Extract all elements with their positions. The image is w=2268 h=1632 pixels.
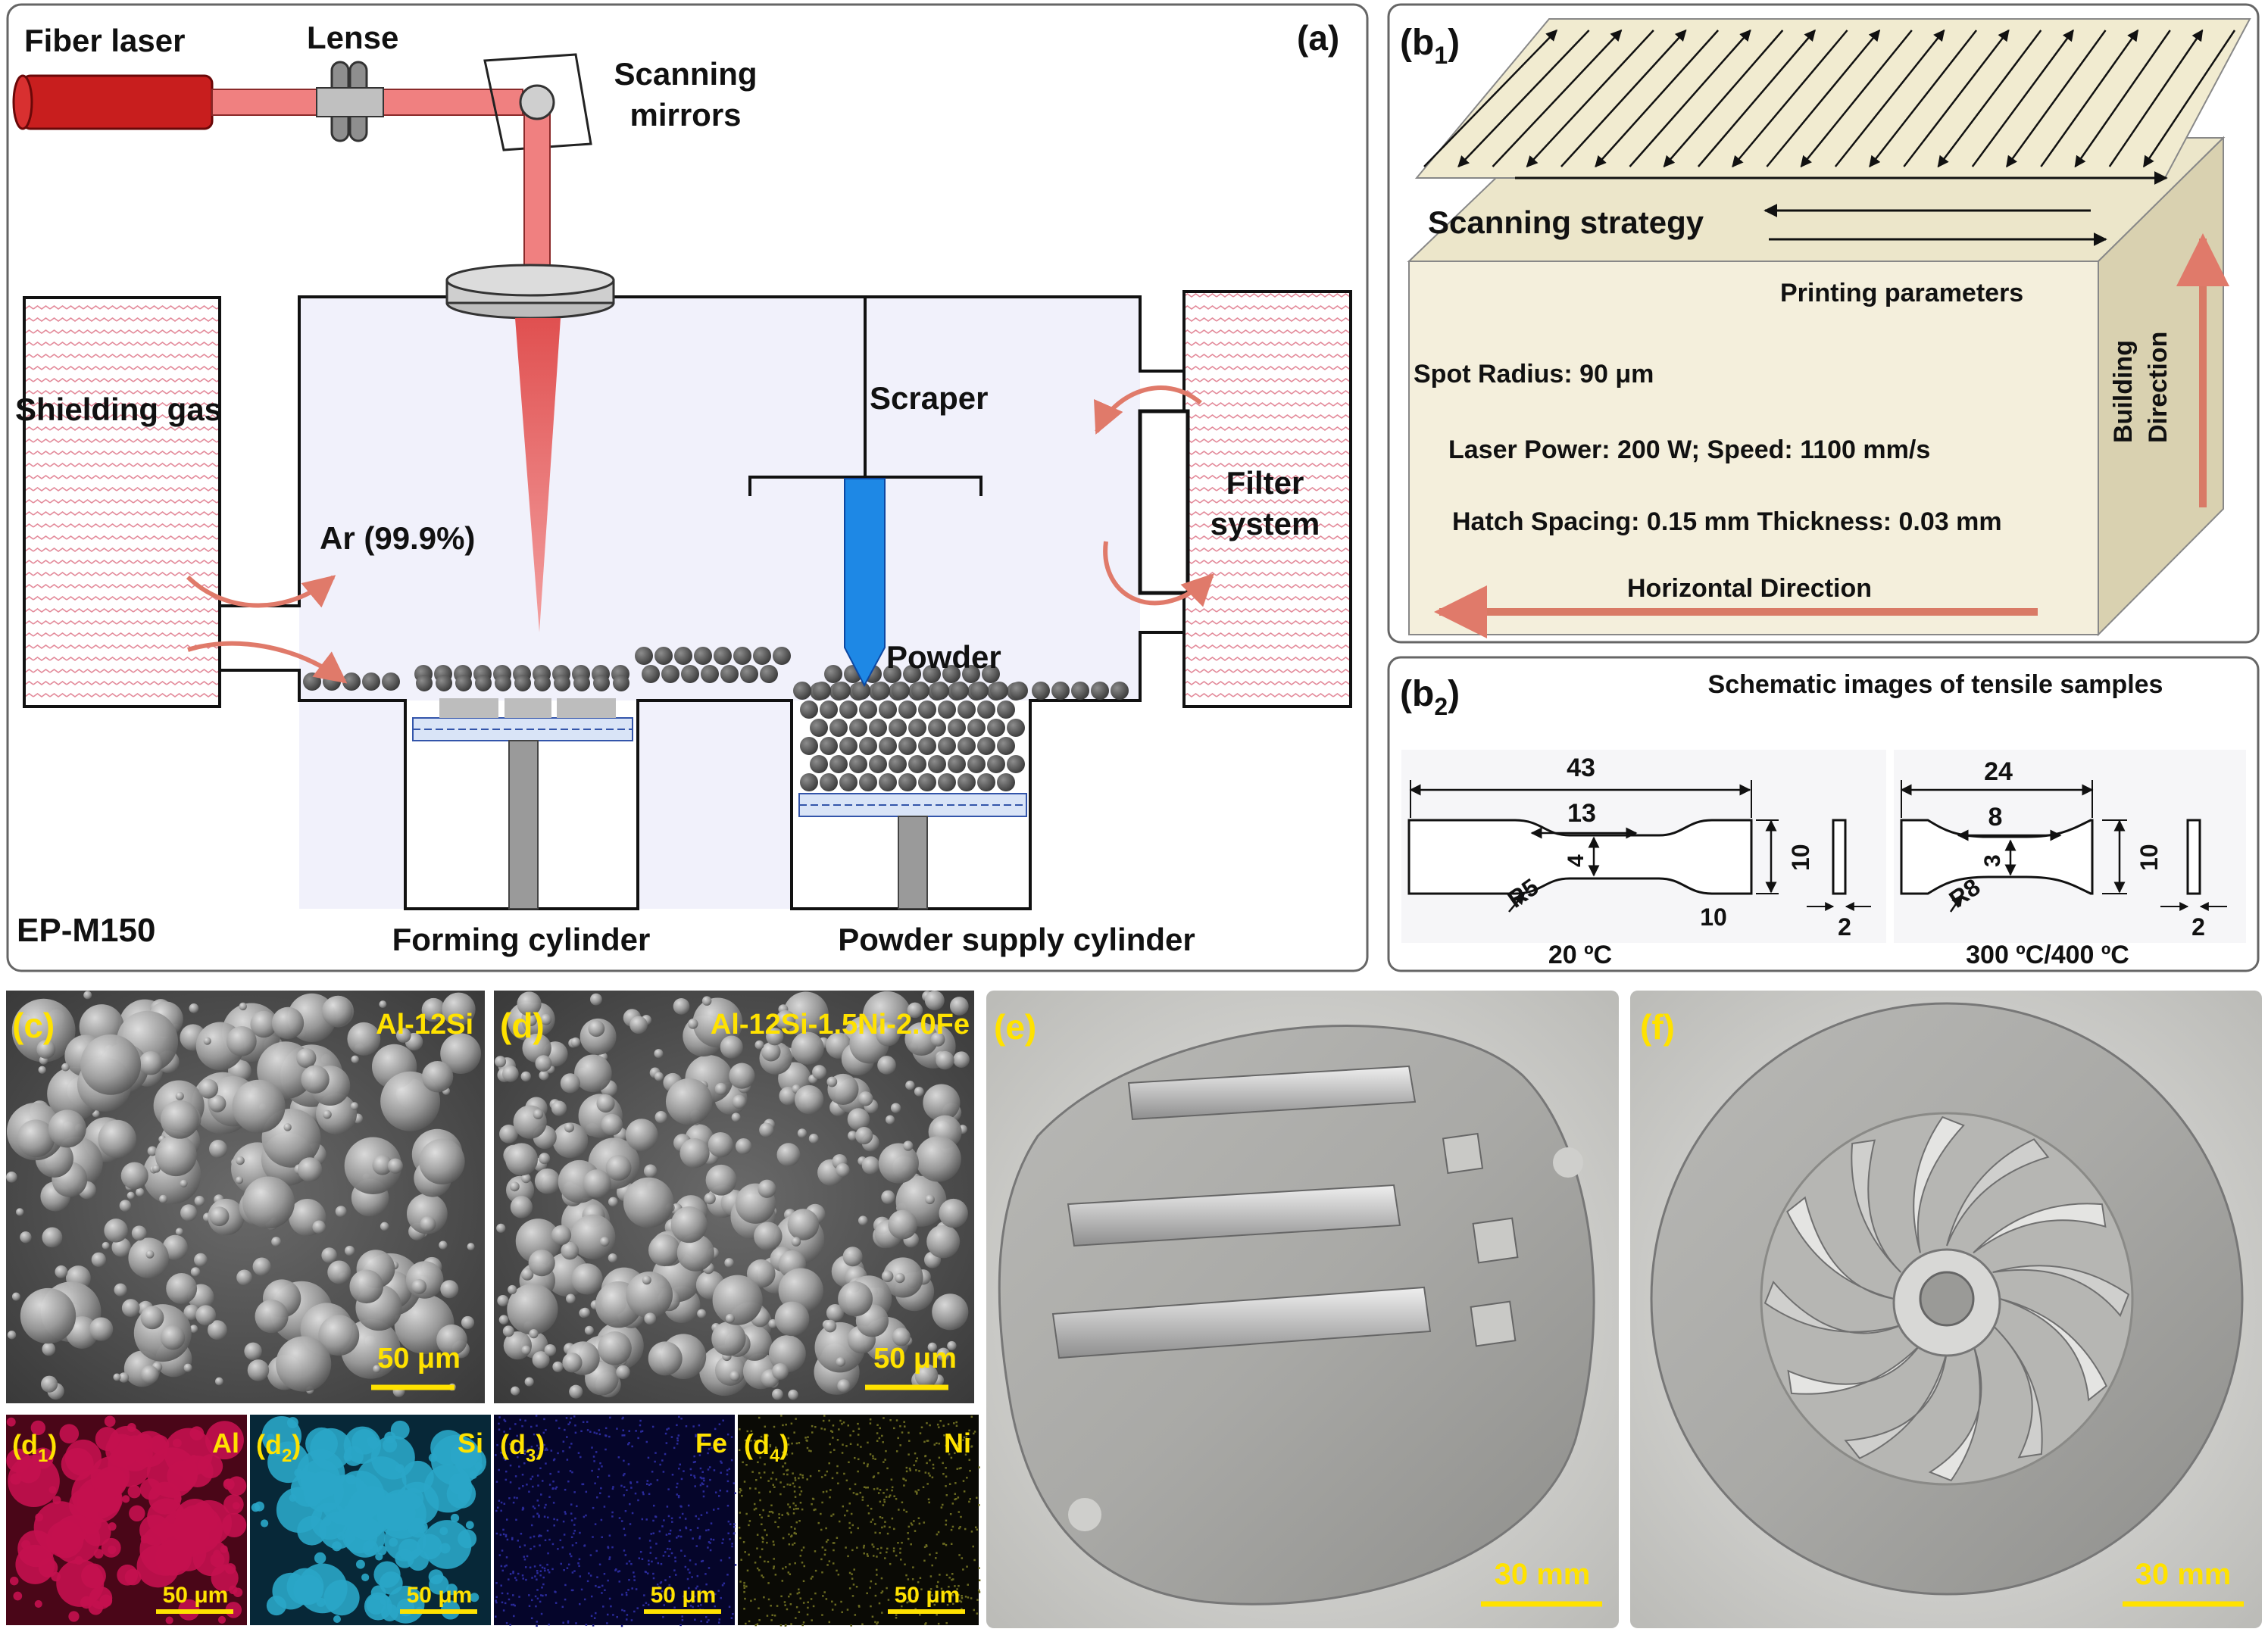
panel-a: Fiber laser Lense Scanning mirrors (a) S…: [6, 3, 1369, 972]
eds-scale-4: 50 μm: [895, 1583, 961, 1608]
printed-bars: [1051, 1065, 1432, 1359]
gas-flow-arrows: [186, 385, 1214, 684]
right-thick-dim: 2: [2191, 913, 2205, 941]
printed-cubes: [1442, 1132, 1519, 1347]
panel-b1-label: (b1): [1400, 23, 1460, 69]
eds-element-4: Ni: [944, 1428, 971, 1459]
focus-lens-icon: [445, 264, 615, 320]
panel-c-alloy: Al-12Si: [376, 1009, 473, 1041]
right-height-dim: 10: [2135, 844, 2163, 871]
scraper-label: Scraper: [870, 380, 988, 416]
left-thick-dim: 2: [1838, 913, 1851, 941]
shielding-gas-box: [23, 296, 221, 708]
scanning-label-1: Scanning: [614, 56, 757, 92]
spot-radius-label: Spot Radius: 90 μm: [1414, 360, 1654, 388]
lense-label: Lense: [307, 20, 398, 55]
eds-map-si: (d2) Si 50 μm: [250, 1415, 491, 1625]
eds-scale-2: 50 μm: [407, 1583, 473, 1608]
scanning-label-2: mirrors: [629, 97, 741, 133]
eds-map-al: (d1) Al 50 μm: [6, 1415, 247, 1625]
supply-piston: [898, 816, 928, 910]
building-label-1: Building: [2109, 340, 2138, 443]
panel-e-label: (e): [994, 1007, 1036, 1047]
scan-lines: [1423, 29, 2236, 168]
panel-e-scale: 30 mm: [1495, 1558, 1591, 1591]
filter-inner-slot: [1138, 409, 1190, 595]
right-total-dim: 24: [1984, 757, 2013, 786]
powder-layer: [303, 647, 1129, 700]
eds-label-4: (d4): [744, 1429, 789, 1466]
panel-c-label: (c): [12, 1006, 55, 1045]
panel-b1: (b1) Scanning strategy Printing paramete…: [1387, 3, 2260, 644]
right-gauge-dim: 8: [1988, 803, 2003, 832]
laser-cone: [515, 318, 561, 632]
powder-supply-label: Powder supply cylinder: [838, 922, 1195, 957]
right-temp: 300 ºC/400 ºC: [1966, 941, 2129, 969]
filter-label-2: system: [1211, 506, 1320, 541]
b2-title: Schematic images of tensile samples: [1708, 670, 2163, 699]
horizontal-direction-label: Horizontal Direction: [1627, 574, 1872, 603]
chamber-interior: [299, 297, 1140, 909]
building-label-2: Direction: [2144, 332, 2173, 443]
machine-label: EP-M150: [17, 912, 155, 949]
shielding-gas-label: Shielding gas: [15, 392, 222, 427]
eds-label-1: (d1): [12, 1429, 57, 1466]
left-grip-dim: 10: [1700, 903, 1727, 931]
filter-label-1: Filter: [1226, 465, 1304, 501]
eds-map-ni: (d4) Ni 50 μm: [738, 1415, 981, 1627]
panel-d-label: (d): [500, 1006, 545, 1045]
laser-power-label: Laser Power: 200 W; Speed: 1100 mm/s: [1448, 435, 1930, 464]
panel-d: (d) Al-12Si-1.5Ni-2.0Fe 50 μm: [494, 991, 974, 1403]
chamber-wall-top: [220, 295, 1184, 607]
forming-cylinder-label: Forming cylinder: [392, 922, 651, 957]
left-gauge-dim: 13: [1567, 799, 1596, 828]
panel-c-scale: 50 μm: [377, 1343, 461, 1375]
eds-map-fe: (d3) Fe 50 μm: [494, 1415, 737, 1627]
scan-sheet: [1414, 18, 2251, 179]
eds-element-1: Al: [212, 1428, 239, 1459]
panel-e: (e) 30 mm: [986, 991, 1619, 1628]
eds-element-2: Si: [458, 1428, 483, 1459]
panel-b2-label: (b2): [1400, 674, 1460, 720]
eds-label-3: (d3): [500, 1429, 545, 1466]
panel-b2: (b2) Schematic images of tensile samples…: [1387, 656, 2260, 972]
hatch-label: Hatch Spacing: 0.15 mm Thickness: 0.03 m…: [1452, 507, 2002, 536]
left-total-dim: 43: [1567, 754, 1595, 782]
filter-box: [1182, 290, 1352, 708]
laser-beam-horizontal-1: [211, 89, 319, 116]
panel-a-label: (a): [1297, 18, 1339, 58]
right-width-dim: 3: [1980, 854, 2005, 867]
powder-label: Powder: [886, 639, 1001, 675]
impeller: [1763, 1116, 2130, 1482]
panel-d-scale: 50 μm: [873, 1343, 957, 1375]
chamber-wall-bottom: [220, 631, 1184, 910]
eds-scale-1: 50 μm: [163, 1583, 229, 1608]
scanning-strategy-label: Scanning strategy: [1428, 204, 1704, 240]
printing-parameters-label: Printing parameters: [1780, 279, 2023, 307]
scraper-icon: [748, 297, 982, 688]
left-width-dim: 4: [1564, 854, 1589, 867]
eds-scale-3: 50 μm: [651, 1583, 717, 1608]
argon-label: Ar (99.9%): [320, 520, 475, 556]
forming-piston: [508, 740, 539, 910]
left-height-dim: 10: [1787, 844, 1814, 871]
eds-label-2: (d2): [256, 1429, 301, 1466]
eds-element-3: Fe: [695, 1428, 727, 1459]
fiber-laser: [21, 74, 214, 130]
left-temp: 20 ºC: [1548, 941, 1612, 969]
panel-d-alloy: Al-12Si-1.5Ni-2.0Fe: [711, 1009, 970, 1041]
panel-f: (f) 30 mm: [1630, 991, 2262, 1628]
fiber-laser-label: Fiber laser: [24, 23, 185, 58]
panel-f-scale: 30 mm: [2135, 1558, 2232, 1591]
eds-maps: (d1) Al 50 μm (d2) Si 50 μm (d3) Fe 50 μm (d4) Ni 5…: [6, 1415, 981, 1627]
panel-c: (c) Al-12Si 50 μm: [6, 991, 485, 1403]
lens-icon: [316, 61, 384, 142]
box-front: [1408, 261, 2099, 635]
panel-f-label: (f): [1640, 1007, 1675, 1047]
